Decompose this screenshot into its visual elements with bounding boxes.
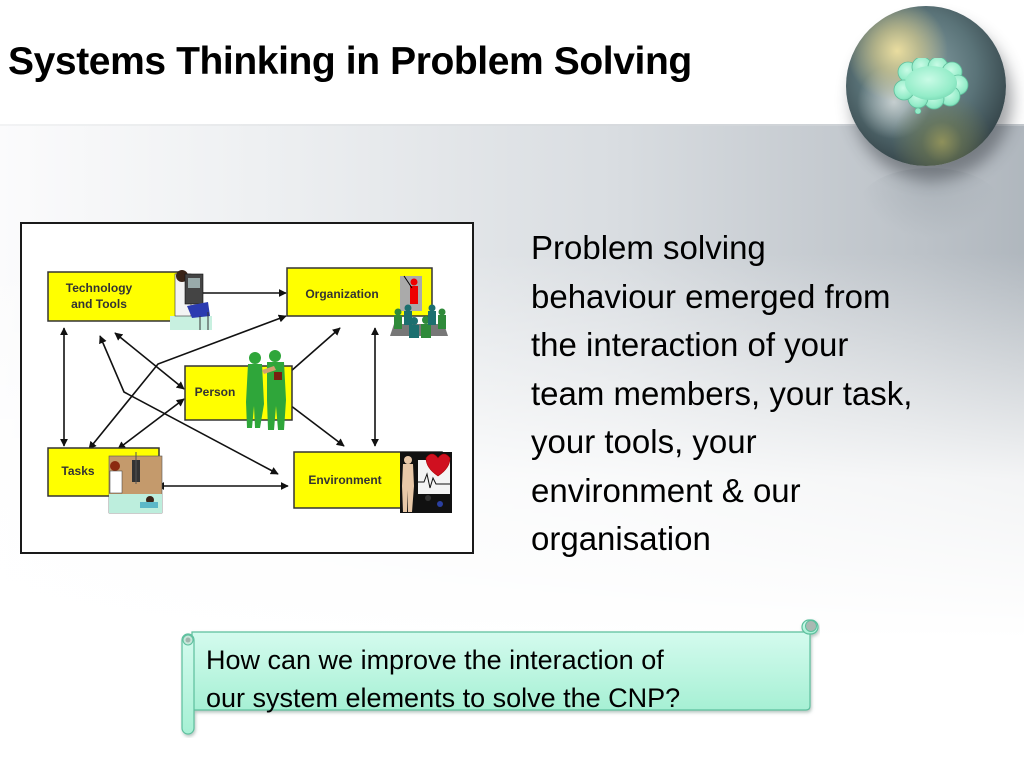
body-line: behaviour emerged from: [531, 277, 891, 315]
node-tasks: Tasks: [47, 447, 163, 514]
surgeons-clipart-icon: [246, 350, 286, 430]
diagram-edges: [60, 289, 379, 490]
callout-line: How can we improve the interaction of: [206, 645, 664, 675]
node-technology: Technology and Tools: [47, 270, 212, 330]
edge-technology-person: [114, 332, 185, 390]
nurse-patient-clipart-icon: [108, 452, 163, 514]
body-paragraph: Problem solving behaviour emerged from t…: [531, 224, 1011, 564]
systems-diagram: Technology and Tools Organization: [20, 222, 474, 554]
body-line: Problem solving: [531, 229, 766, 266]
globe-reflection: [860, 168, 1000, 238]
body-heart-monitor-clipart-icon: [400, 452, 452, 513]
doctor-computer-clipart-icon: [170, 270, 212, 330]
node-environment: Environment: [293, 451, 452, 513]
thought-cloud-icon: [893, 58, 969, 114]
body-line: organisation: [531, 520, 711, 557]
body-line: the interaction of your: [531, 326, 849, 363]
scroll-callout-shape: [181, 619, 819, 735]
node-organization: Organization: [286, 267, 448, 338]
callout-question: How can we improve the interaction of ou…: [206, 641, 806, 717]
slide-title: Systems Thinking in Problem Solving: [8, 40, 692, 83]
edge-person-tasks: [117, 398, 185, 450]
node-person: Person: [184, 350, 293, 430]
svg-text:Organization: Organization: [305, 287, 378, 301]
svg-text:Tasks: Tasks: [61, 464, 94, 478]
svg-text:and Tools: and Tools: [71, 297, 127, 311]
svg-text:Person: Person: [195, 385, 236, 399]
svg-text:Technology: Technology: [66, 281, 133, 295]
edge-organization-tasks: [88, 314, 287, 450]
diagram-canvas: Technology and Tools Organization: [47, 267, 452, 514]
svg-text:Environment: Environment: [308, 473, 381, 487]
presentation-audience-clipart-icon: [390, 275, 448, 338]
callout-line: our system elements to solve the CNP?: [206, 683, 681, 713]
body-line: team members, your task,: [531, 374, 913, 412]
body-line: your tools, your: [531, 423, 757, 460]
body-line: environment & our: [531, 471, 801, 509]
